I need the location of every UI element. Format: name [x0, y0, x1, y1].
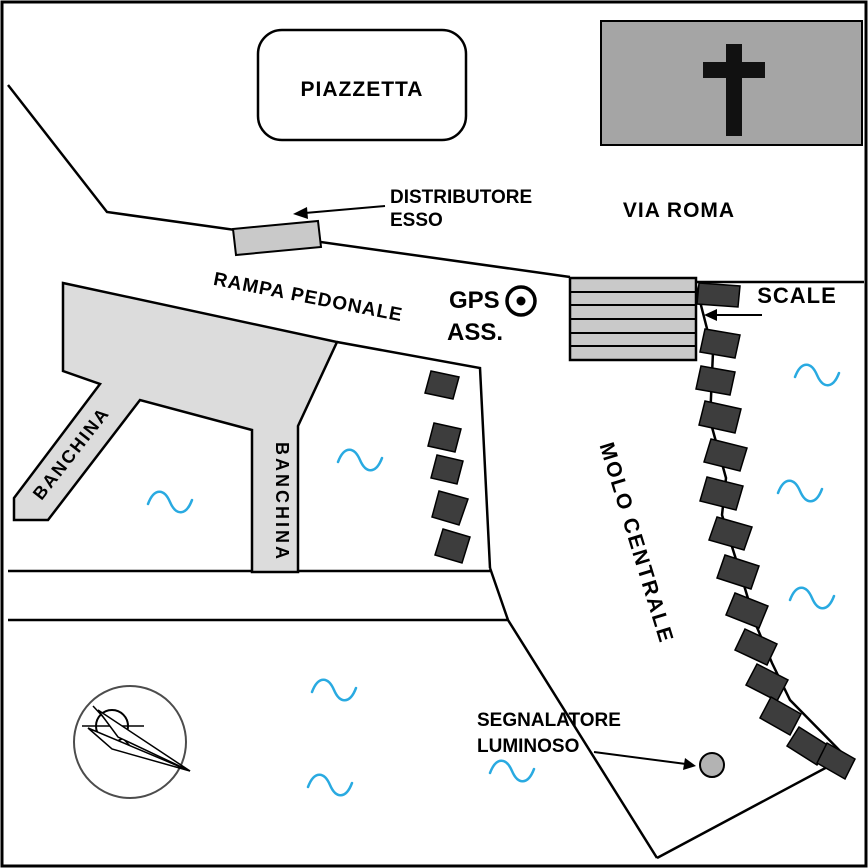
wave-icon [488, 759, 536, 783]
molo-tip-edge [656, 755, 847, 860]
boat-icon [758, 695, 803, 737]
label-gps-1: GPS [449, 287, 500, 314]
boat-icon [424, 370, 460, 400]
wave-icon [788, 586, 836, 610]
boat-icon [699, 328, 741, 359]
distributor-building [231, 219, 323, 257]
boat-icon [427, 422, 462, 453]
gps-bullseye-icon [505, 285, 537, 317]
boat-icon [703, 438, 748, 472]
arrow-segnalatore [593, 751, 696, 770]
boats-left [424, 370, 471, 564]
church-cross-icon [703, 44, 765, 136]
boat-icon [695, 365, 736, 396]
compass-rose-icon [73, 685, 191, 799]
label-distributore-1: DISTRIBUTORE [390, 187, 532, 208]
wave-icon [146, 490, 194, 514]
label-piazzetta: PIAZZETTA [301, 78, 424, 101]
boat-icon [434, 528, 471, 564]
boat-icon [430, 454, 464, 485]
wave-icon [336, 448, 384, 472]
road-edge-line [7, 84, 571, 279]
label-banchina-center: BANCHINA [272, 442, 292, 562]
wave-icon [310, 678, 358, 702]
wave-icon [793, 363, 841, 387]
boat-icon [725, 592, 769, 629]
arrow-scale [704, 309, 762, 321]
water-waves [146, 363, 841, 797]
boat-icon [431, 490, 469, 526]
boat-icon [699, 476, 744, 511]
label-via-roma: VIA ROMA [623, 199, 735, 222]
quay-area [12, 281, 339, 574]
boat-icon [708, 516, 753, 551]
wave-icon [776, 479, 824, 503]
stairs [568, 276, 698, 362]
label-segnalatore-1: SEGNALATORE [477, 710, 621, 731]
boat-icon [698, 400, 742, 434]
boat-icon [716, 554, 760, 590]
boat-icon [733, 628, 779, 666]
boat-icon [816, 741, 856, 781]
label-gps-2: ASS. [447, 319, 503, 346]
label-segnalatore-2: LUMINOSO [477, 736, 579, 757]
basin-edge-line [336, 340, 492, 569]
light-signal-marker [699, 752, 725, 778]
molo-left-edge [488, 567, 659, 859]
boats-right [695, 282, 856, 781]
arrow-distributore [293, 205, 386, 219]
piazzetta-outline [256, 28, 468, 142]
label-scale: SCALE [757, 283, 837, 308]
label-distributore-2: ESSO [390, 210, 443, 231]
boat-icon [785, 725, 831, 767]
boat-icon [696, 282, 741, 308]
wave-icon [306, 773, 354, 797]
